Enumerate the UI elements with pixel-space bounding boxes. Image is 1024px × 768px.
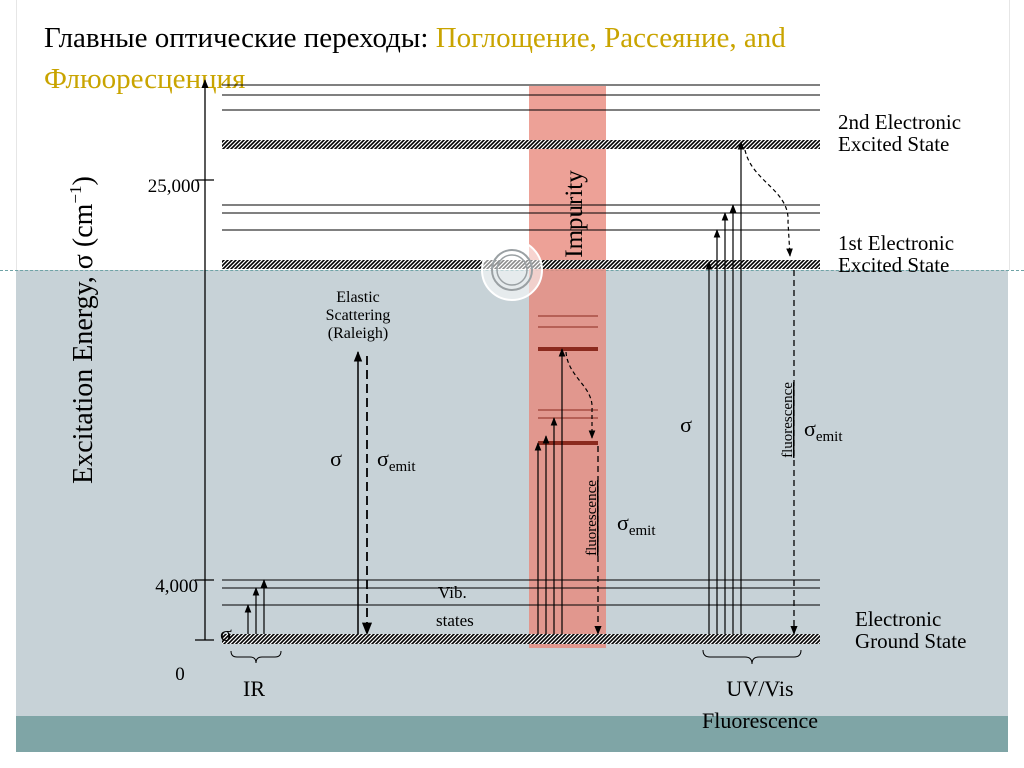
ground-label-line2: Ground State	[855, 629, 966, 653]
uvvis-brace	[702, 649, 802, 665]
vib-label-line2: states	[436, 611, 474, 630]
uvvis-label-line2: Fluorescence	[702, 708, 818, 733]
axis-title-suffix: )	[68, 176, 99, 185]
axis-title: Excitation Energy, σ (cm−1)	[66, 176, 99, 484]
first-excited-label-line1: 1st Electronic	[838, 231, 954, 255]
elastic-label-line3: (Raleigh)	[328, 325, 388, 342]
title-main: Главные оптические переходы:	[44, 22, 436, 54]
vib-label-line1: Vib.	[438, 583, 467, 602]
impurity-sigma-emit: σemit	[617, 510, 656, 539]
uvvis-sigma-emit: σemit	[804, 416, 843, 445]
elastic-sigma-emit: σemit	[377, 446, 416, 475]
impurity-fluorescence-label: fluorescence	[584, 480, 600, 556]
sigma-emit-subscript: emit	[816, 429, 843, 445]
background-top	[16, 0, 1010, 270]
ground-state-bar	[222, 634, 820, 644]
elastic-label-line2: Scattering	[326, 307, 391, 324]
second-excited-label-line1: 2nd Electronic	[838, 110, 961, 134]
ground-label-line1: Electronic	[855, 607, 941, 631]
uvvis-label-line1: UV/Vis	[726, 676, 793, 701]
uvvis-absorption-arrows	[705, 141, 745, 634]
ir-sigma: σ	[220, 621, 232, 646]
first-excited-label-line2: Excited State	[838, 253, 949, 277]
upper-vibrational-levels	[222, 84, 820, 231]
ir-brace	[230, 650, 282, 664]
axis-title-prefix: Excitation Energy, σ (cm	[68, 203, 99, 483]
impurity-relaxation-arrow	[565, 351, 596, 439]
axis-title-superscript: −1	[66, 186, 85, 204]
second-excited-state-bar	[222, 140, 820, 149]
elastic-sigma: σ	[330, 446, 342, 471]
sigma-emit-symbol: σ	[377, 446, 389, 471]
uvvis-relaxation-arrow	[744, 149, 793, 257]
background-bottom-band	[16, 716, 1008, 752]
background-footer	[0, 752, 1024, 768]
slide-title: Главные оптические переходы: Поглощение,…	[44, 18, 984, 100]
tick-label-4000: 4,000	[155, 576, 198, 597]
sigma-emit-symbol: σ	[617, 510, 629, 535]
sigma-emit-subscript: emit	[389, 459, 416, 475]
uvvis-fluorescence-label: fluorescence	[780, 382, 796, 458]
impurity-label: Impurity	[561, 170, 588, 258]
ground-vibrational-levels	[222, 579, 820, 606]
sigma-emit-symbol: σ	[804, 416, 816, 441]
uvvis-sigma: σ	[680, 412, 692, 437]
ir-label: IR	[243, 676, 265, 701]
elastic-label-line1: Elastic	[336, 289, 380, 306]
impurity-absorption-arrows	[534, 348, 566, 634]
impurity-band	[529, 86, 606, 648]
second-excited-label-line2: Excited State	[838, 132, 949, 156]
title-highlight: Поглощение, Рассеяние, and Флюоресценция	[44, 22, 786, 95]
ir-arrows	[244, 579, 268, 634]
sigma-emit-subscript: emit	[629, 523, 656, 539]
circle-marker	[481, 239, 543, 301]
tick-label-25000: 25,000	[148, 176, 200, 197]
tick-label-0: 0	[175, 664, 185, 685]
